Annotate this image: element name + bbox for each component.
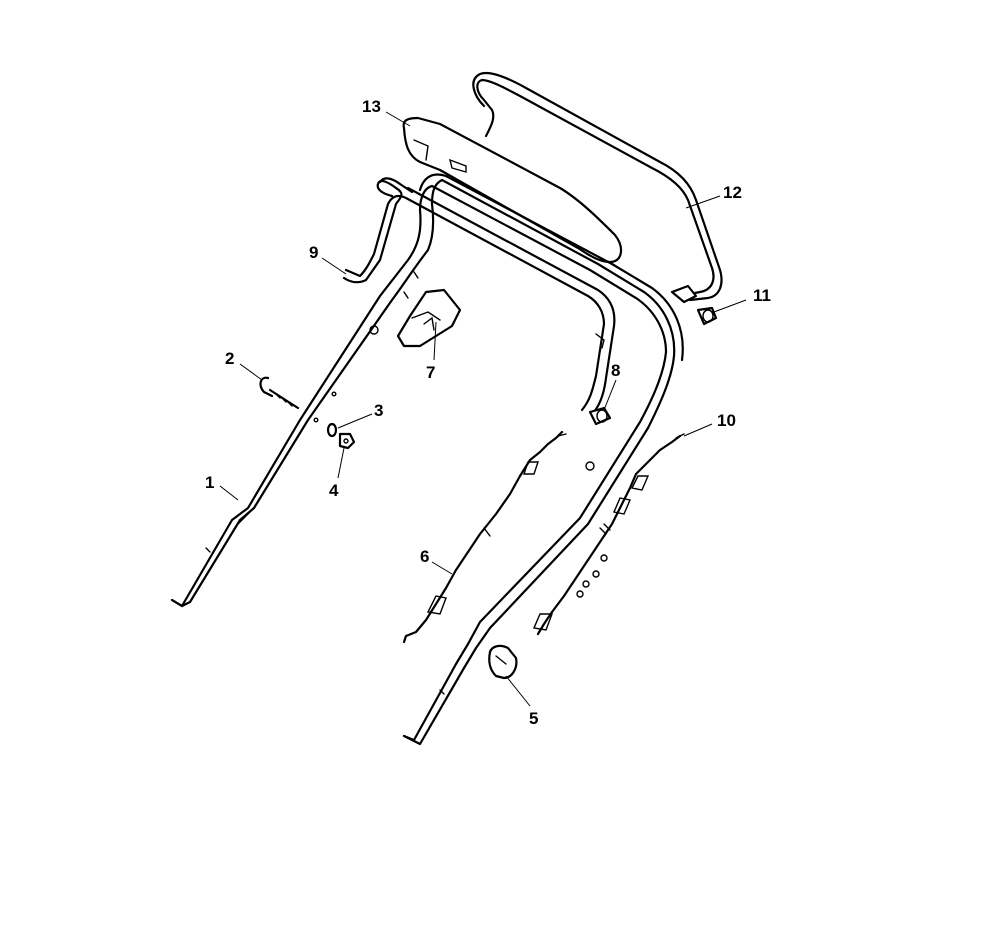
callout-13: 13 xyxy=(362,97,381,116)
callout-labels: 1 2 3 4 5 6 7 8 9 10 11 12 13 xyxy=(205,97,771,728)
callout-4: 4 xyxy=(329,481,339,500)
callout-11: 11 xyxy=(753,286,771,305)
part-10-control-cable xyxy=(533,433,685,636)
callout-7: 7 xyxy=(426,363,435,382)
leader-11 xyxy=(713,299,747,313)
part-5-cable-clip xyxy=(488,644,518,680)
part-3-washer xyxy=(326,422,338,438)
leader-10 xyxy=(683,423,713,437)
leader-2 xyxy=(239,363,263,381)
callout-9: 9 xyxy=(309,243,318,262)
callout-10: 10 xyxy=(717,411,736,430)
part-9-cross-handle xyxy=(342,177,616,416)
part-1-main-handle-frame xyxy=(170,173,684,746)
leader-3 xyxy=(337,413,373,429)
leader-4 xyxy=(337,447,345,479)
callout-12: 12 xyxy=(723,183,742,202)
part-4-nut xyxy=(338,432,356,450)
leader-9 xyxy=(321,257,347,275)
callout-8: 8 xyxy=(611,361,620,380)
callout-6: 6 xyxy=(420,547,429,566)
leader-6 xyxy=(431,561,453,575)
callout-2: 2 xyxy=(225,349,234,368)
part-12-upper-handle-bar xyxy=(472,71,723,304)
leader-12 xyxy=(685,195,721,209)
part-13-handle-cover xyxy=(402,116,623,264)
callout-5: 5 xyxy=(529,709,538,728)
part-7-cable-bracket xyxy=(396,288,462,348)
part-6-control-cable xyxy=(402,430,567,644)
leader-13 xyxy=(385,111,411,127)
leader-5 xyxy=(505,675,531,707)
part-8-knob xyxy=(588,406,612,426)
leader-lines xyxy=(219,111,747,707)
part-2-bolt xyxy=(259,376,300,410)
leader-1 xyxy=(219,485,239,501)
part-11-knob xyxy=(696,306,718,326)
leader-8 xyxy=(603,379,617,411)
callout-1: 1 xyxy=(205,473,214,492)
callout-3: 3 xyxy=(374,401,383,420)
leader-7 xyxy=(433,321,437,361)
